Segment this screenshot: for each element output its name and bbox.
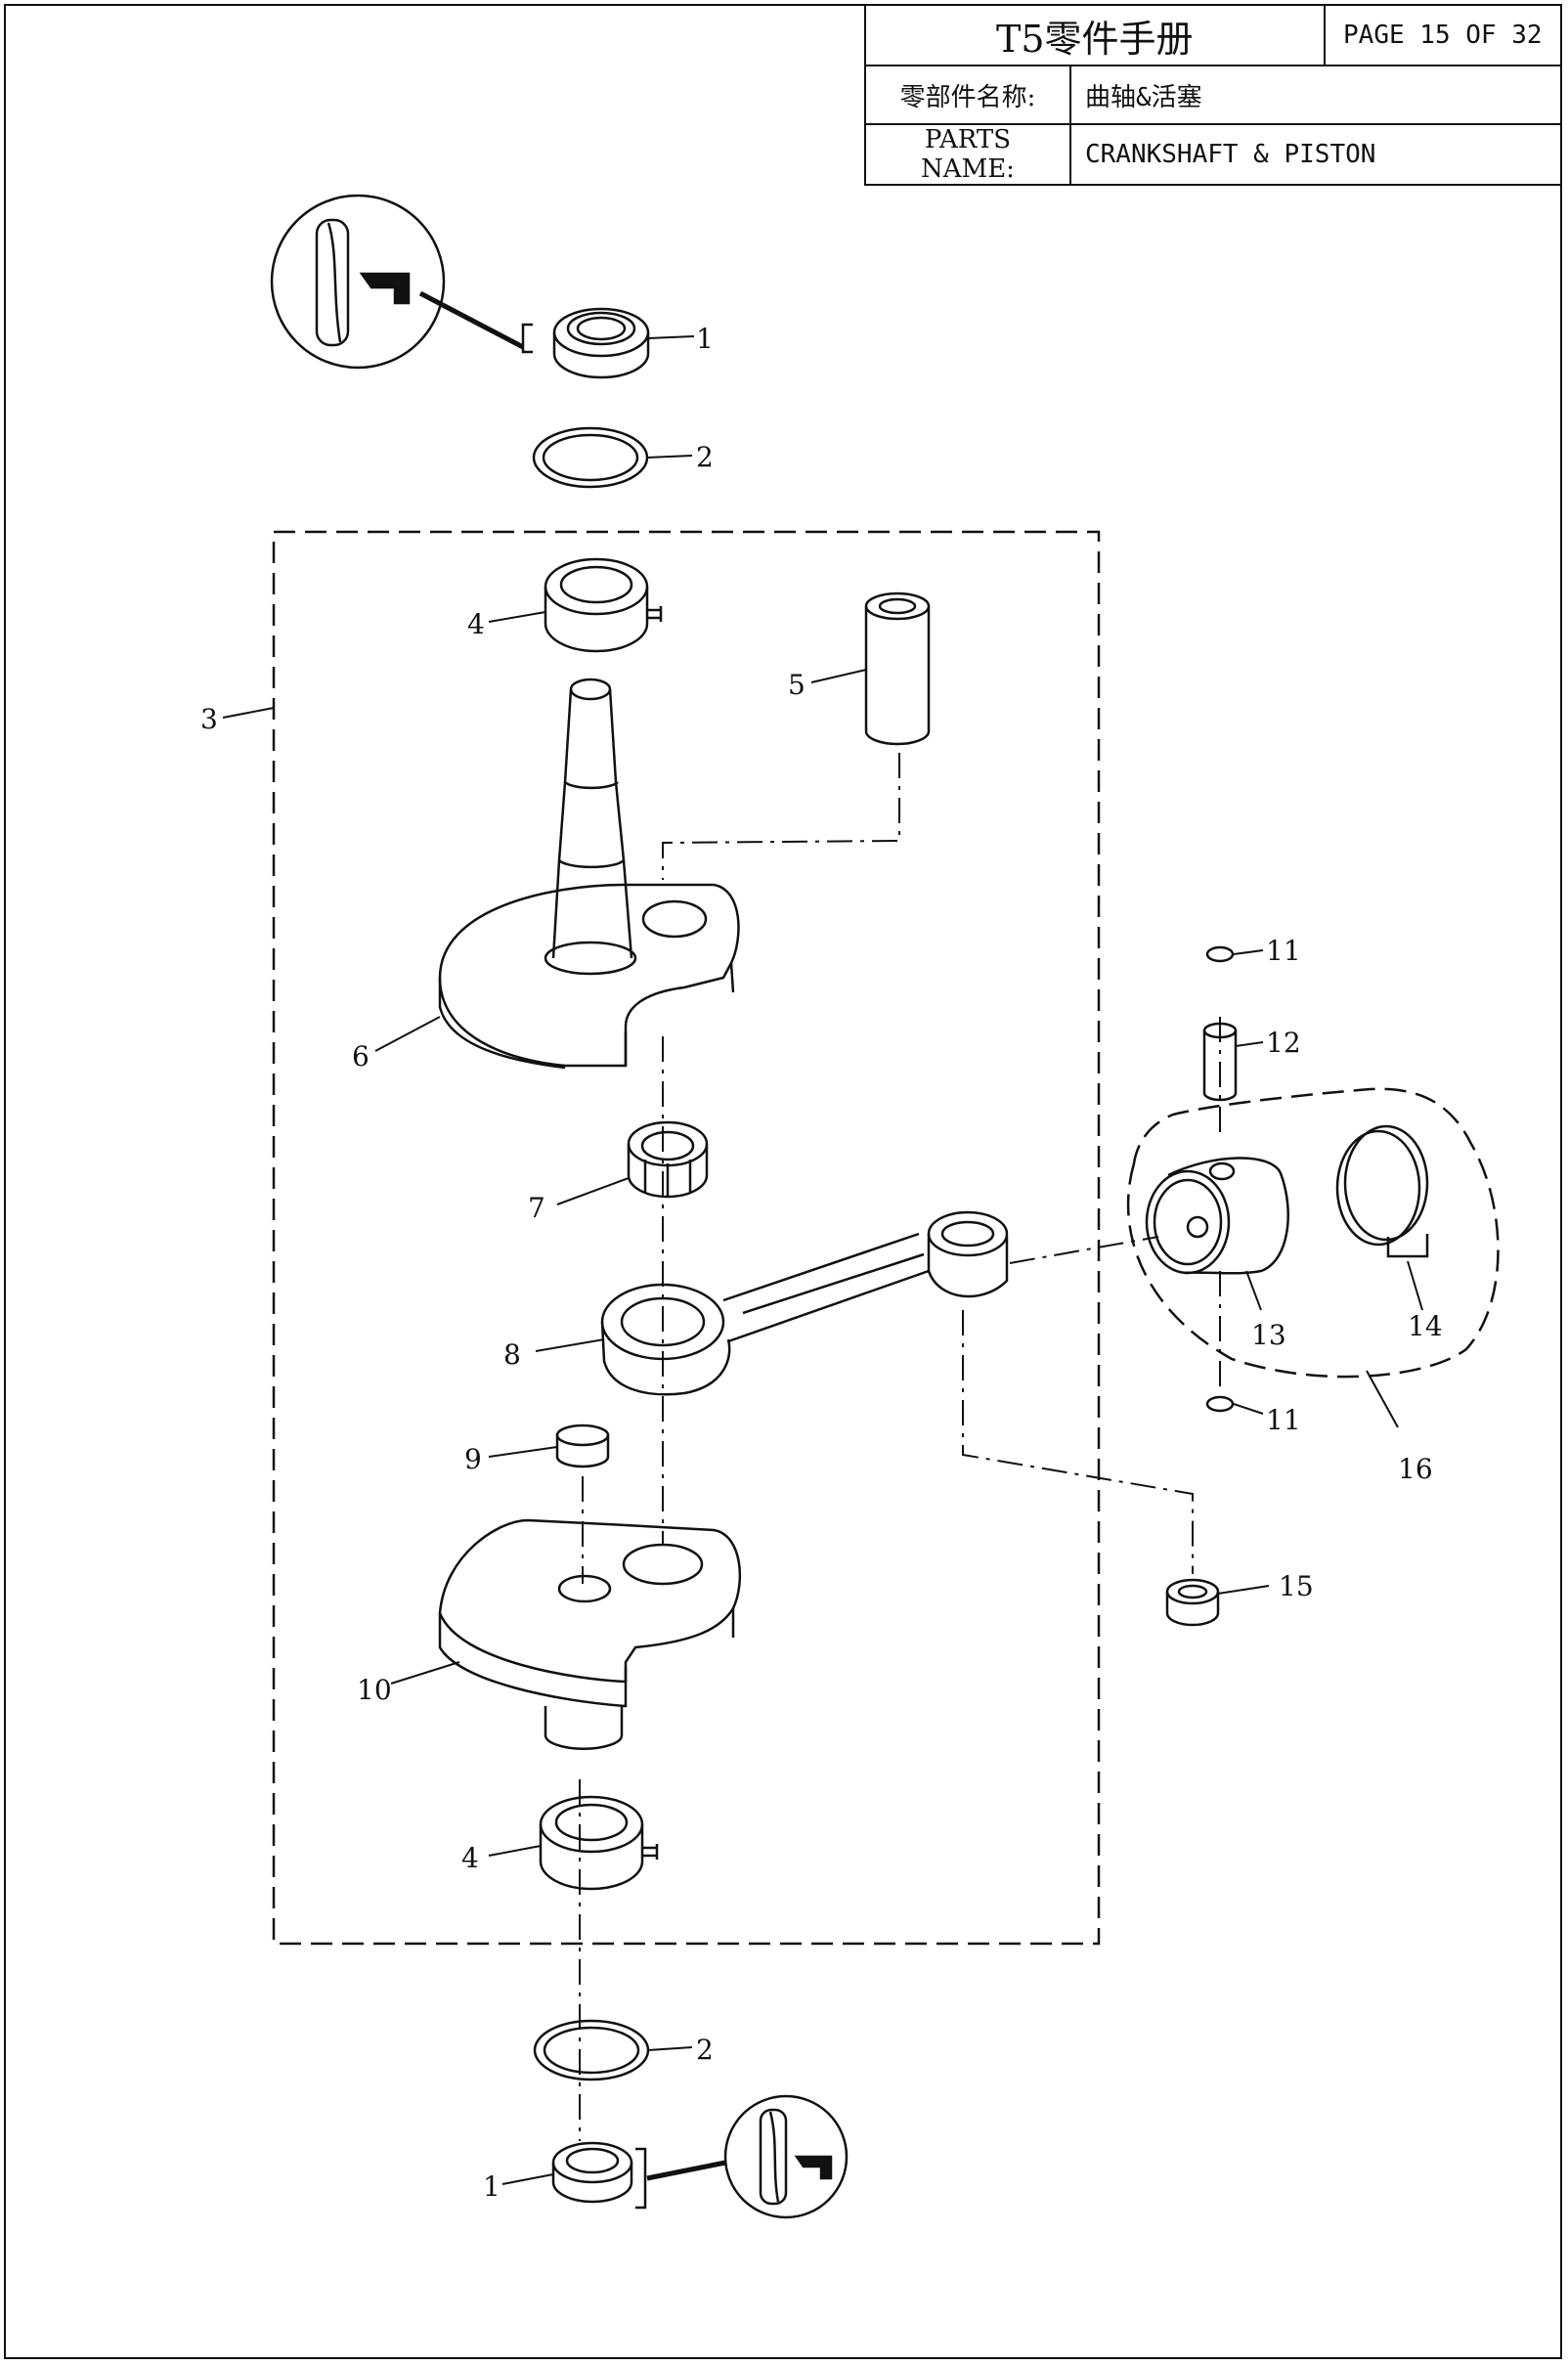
callout-3: 3 [200,703,218,735]
parts-name-value-en: CRANKSHAFT & PISTON [1069,123,1562,186]
piston-rings-part-14 [1335,1124,1429,1258]
needle-bearing-part-7 [627,1120,709,1199]
callout-13: 13 [1251,1319,1286,1351]
crankshaft-upper-half-part-6 [438,678,740,1070]
piston-part-13 [1145,1157,1289,1275]
piston-group-outline-16 [1126,1087,1500,1379]
detail-circle-top [270,194,446,370]
bearing-top-part-4 [544,557,663,653]
piston-pin-part-12 [1202,1022,1238,1102]
callout-11-top: 11 [1266,935,1301,967]
callout-6: 6 [352,1040,370,1073]
callout-7: 7 [528,1192,545,1224]
page-number: PAGE 15 OF 32 [1323,4,1563,66]
nut-part-15 [1165,1578,1220,1627]
parts-name-label-cn: 零部件名称: [864,65,1071,125]
seal-install-detail-top [270,194,533,370]
o-ring-bottom-part-2 [533,2019,650,2081]
callout-12: 12 [1266,1027,1301,1059]
callout-1-top: 1 [696,323,714,355]
crankshaft-lower-half-part-10 [438,1518,742,1751]
part-9 [555,1423,610,1468]
callout-14: 14 [1408,1310,1443,1342]
crank-pin-part-5 [864,591,931,746]
callout-2-bottom: 2 [696,2034,714,2066]
bearing-bottom-part-4 [539,1795,659,1891]
circlip-top-part-11 [1205,945,1235,963]
seal-install-detail-bottom [646,2094,849,2219]
assembly-box-3 [272,530,1101,1946]
callout-15: 15 [1279,1570,1314,1602]
oil-seal-bottom-part-1 [551,2141,647,2210]
callout-4-top: 4 [467,608,485,640]
title-block: T5零件手册 PAGE 15 OF 32 零部件名称: 曲轴&活塞 PARTS … [864,4,1563,186]
drawing-frame [4,4,1562,2359]
manual-title: T5零件手册 [864,4,1326,66]
callout-4-bottom: 4 [461,1842,479,1874]
callout-16: 16 [1398,1453,1433,1485]
callout-2-top: 2 [696,441,714,473]
callout-9: 9 [464,1443,482,1475]
parts-name-value-cn: 曲轴&活塞 [1069,65,1562,125]
o-ring-top-part-2 [532,426,649,489]
detail-circle-bottom [723,2094,849,2219]
callout-8: 8 [503,1338,521,1371]
connecting-rod-part-8 [600,1210,1009,1396]
callout-5: 5 [788,669,806,701]
oil-seal-top-part-1 [552,307,650,379]
callout-10: 10 [357,1674,392,1706]
circlip-bottom-part-11 [1205,1395,1235,1413]
parts-name-label-en: PARTS NAME: [864,123,1071,186]
callout-11-bottom: 11 [1266,1404,1301,1436]
callout-1-bottom: 1 [483,2170,501,2203]
